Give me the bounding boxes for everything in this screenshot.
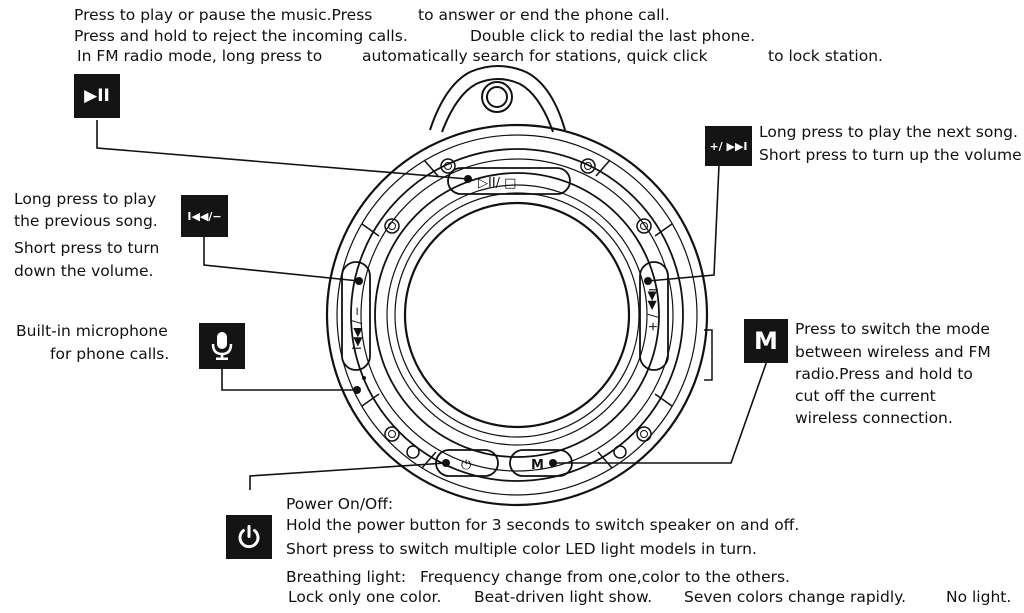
power-icon xyxy=(226,515,272,559)
speaker-mode-label: M xyxy=(531,458,544,473)
play-pause-glyph: ▶II xyxy=(84,86,110,106)
mode-text-3: radio.Press and hold to xyxy=(795,365,973,383)
play-pause-text-3a: In FM radio mode, long press to xyxy=(77,47,323,65)
speaker-button-outlines xyxy=(341,167,669,477)
play-pause-icon: ▶II xyxy=(74,74,120,118)
mode-text-4: cut off the current xyxy=(795,387,936,405)
mode-icon: M xyxy=(744,319,788,363)
mode-text-2: between wireless and FM xyxy=(795,343,991,361)
speaker-power-label: ⏻ xyxy=(461,458,471,473)
microphone-text-2: for phone calls. xyxy=(50,345,170,363)
microphone-icon xyxy=(199,323,245,369)
light-mode-seven-colors: Seven colors change rapidly. xyxy=(684,588,907,606)
play-pause-text-1b: to answer or end the phone call. xyxy=(418,6,670,24)
next-track-glyph: +/ ▶▶I xyxy=(709,139,748,153)
mic-hole xyxy=(362,376,366,380)
leader-lines xyxy=(96,120,769,490)
light-mode-lock: Lock only one color. xyxy=(288,588,442,606)
prev-volume-down-text-1: Long press to play xyxy=(14,190,157,208)
play-pause-text-2b: Double click to redial the last phone. xyxy=(470,27,756,45)
callout-dots xyxy=(353,175,652,467)
prev-volume-down-text-4: down the volume. xyxy=(14,262,154,280)
power-title: Power On/Off: xyxy=(286,495,394,513)
play-pause-text-3c: to lock station. xyxy=(768,47,883,65)
power-text-2: Short press to switch multiple color LED… xyxy=(286,540,757,558)
next-track-icon: +/ ▶▶I xyxy=(705,126,752,166)
speaker-next-label: I▶▶ / + xyxy=(646,288,660,332)
speaker-body xyxy=(325,123,713,507)
hanging-loop xyxy=(429,65,566,133)
prev-volume-down-text-3: Short press to turn xyxy=(14,239,160,257)
power-text-1: Hold the power button for 3 seconds to s… xyxy=(286,516,800,534)
mode-glyph: M xyxy=(754,327,778,355)
light-mode-beat: Beat-driven light show. xyxy=(474,588,653,606)
play-pause-text-2a: Press and hold to reject the incoming ca… xyxy=(74,27,408,45)
speaker-play-pause-label: ▷II/ □ xyxy=(478,176,516,191)
previous-track-glyph: I◀◀/− xyxy=(187,209,222,223)
light-mode-breathing-desc: Frequency change from one,color to the o… xyxy=(420,568,790,586)
play-pause-text-1a: Press to play or pause the music.Press xyxy=(74,6,373,24)
next-volume-up-text-1: Long press to play the next song. xyxy=(759,123,1018,141)
light-mode-breathing-label: Breathing light: xyxy=(286,568,407,586)
mode-text-1: Press to switch the mode xyxy=(795,320,990,338)
light-mode-off: No light. xyxy=(946,588,1012,606)
play-pause-text-3b: automatically search for stations, quick… xyxy=(362,47,708,65)
previous-track-icon: I◀◀/− xyxy=(181,195,228,237)
speaker-button-labels: ▷II/ □ I◀◀ / − I▶▶ / + ⏻ M xyxy=(350,176,660,473)
mode-text-5: wireless connection. xyxy=(795,409,953,427)
microphone-text-1: Built-in microphone xyxy=(16,322,168,340)
prev-volume-down-text-2: the previous song. xyxy=(14,212,158,230)
next-volume-up-text-2: Short press to turn up the volume xyxy=(759,146,1022,164)
speaker-prev-label: I◀◀ / − xyxy=(350,306,364,350)
